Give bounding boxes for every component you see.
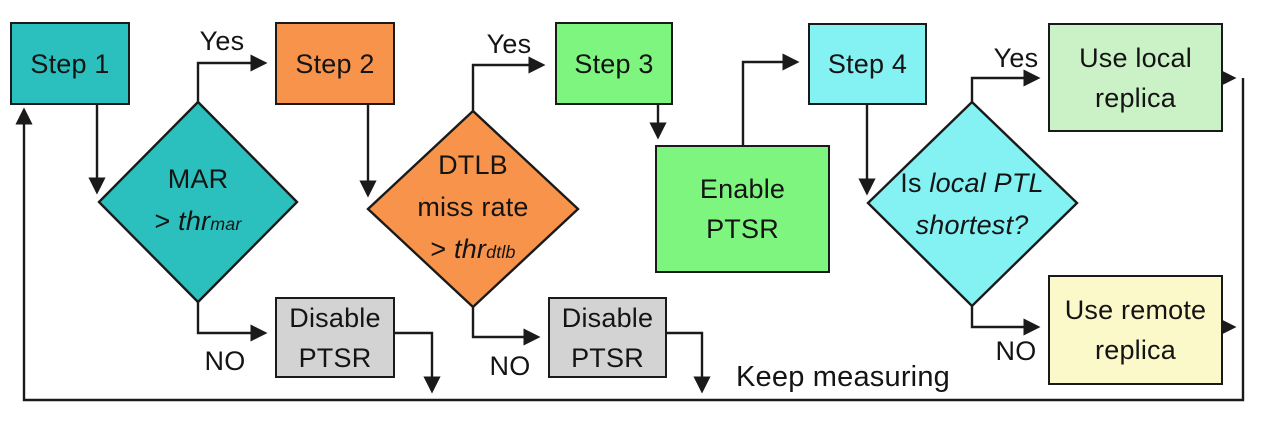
step1-box: Step 1 (10, 22, 130, 105)
use-local-line2: replica (1095, 82, 1176, 113)
use-remote-replica-box: Use remote replica (1048, 275, 1223, 385)
use-local-line1: Use local (1079, 42, 1192, 73)
enable-ptsr-line1: Enable (699, 174, 786, 204)
wire-dtlb-no-to-disable2 (471, 307, 541, 346)
disable-ptsr-box-1: Disable PTSR (275, 297, 395, 378)
mar-operator: > (154, 206, 171, 236)
dtlb-line2: miss rate (417, 192, 529, 222)
wire-disable2-to-bottom (667, 331, 711, 394)
no-label-ptl: NO (995, 336, 1037, 366)
dtlb-line3: > thrdtlb (373, 228, 573, 273)
step4-label: Step 4 (827, 49, 908, 79)
no-label-mar: NO (204, 346, 246, 376)
dtlb-threshold-sub: dtlb (486, 242, 516, 262)
yes-label-ptl: Yes (993, 43, 1039, 73)
decision-dtlb-shape (366, 109, 580, 309)
wire-ptl-yes-to-local (970, 69, 1041, 102)
decision-ptl-label: Is local PTL shortest? (872, 162, 1072, 246)
dtlb-line1: DTLB (438, 150, 508, 180)
step3-label: Step 3 (574, 48, 654, 79)
no-label-dtlb: NO (489, 351, 531, 381)
mar-line1: MAR (167, 164, 229, 194)
decision-dtlb-label: DTLB miss rate > thrdtlb (373, 144, 573, 273)
step1-label: Step 1 (30, 48, 110, 79)
keep-measuring-label: Keep measuring (736, 361, 950, 393)
ptl-question-part1: local PTL (929, 168, 1044, 198)
decision-mar-label: MAR > thrmar (98, 158, 298, 245)
disable-ptsr-1-line1: Disable (289, 302, 381, 333)
decision-mar-shape (97, 100, 299, 304)
yes-label-mar: Yes (199, 26, 245, 56)
decision-ptl-shape (866, 100, 1079, 308)
ptl-prefix: Is (900, 168, 922, 198)
step3-box: Step 3 (555, 22, 673, 105)
disable-ptsr-box-2: Disable PTSR (548, 297, 667, 378)
use-remote-line2: replica (1095, 335, 1176, 365)
enable-ptsr-box: Enable PTSR (655, 145, 830, 273)
yes-label-dtlb: Yes (486, 29, 532, 59)
wire-dtlb-yes-to-step3 (471, 56, 546, 111)
wire-return-loop-to-step1 (15, 78, 1245, 402)
disable-ptsr-2-line2: PTSR (571, 342, 644, 373)
enable-ptsr-line2: PTSR (706, 214, 779, 244)
step4-box: Step 4 (808, 23, 927, 105)
mar-threshold-var: thr (178, 206, 211, 236)
disable-ptsr-1-line2: PTSR (298, 342, 372, 373)
ptl-question-part2: shortest? (915, 210, 1029, 240)
mar-line2: > thrmar (98, 200, 298, 245)
disable-ptsr-2-line1: Disable (561, 302, 654, 333)
wire-disable1-to-bottom (395, 331, 441, 394)
step2-box: Step 2 (275, 22, 395, 105)
use-remote-line1: Use remote (1064, 295, 1207, 325)
use-local-replica-box: Use local replica (1048, 23, 1223, 132)
ptl-line1: Is local PTL (872, 162, 1072, 204)
wire-ptl-no-to-remote (970, 306, 1041, 336)
wire-mar-yes-to-step2 (196, 54, 268, 102)
dtlb-threshold-var: thr (454, 234, 487, 264)
wire-mar-no-to-disable1 (196, 302, 268, 342)
wire-enable-to-step4 (741, 53, 800, 145)
dtlb-operator: > (430, 234, 447, 264)
mar-threshold-sub: mar (210, 214, 242, 234)
step2-label: Step 2 (295, 48, 375, 79)
